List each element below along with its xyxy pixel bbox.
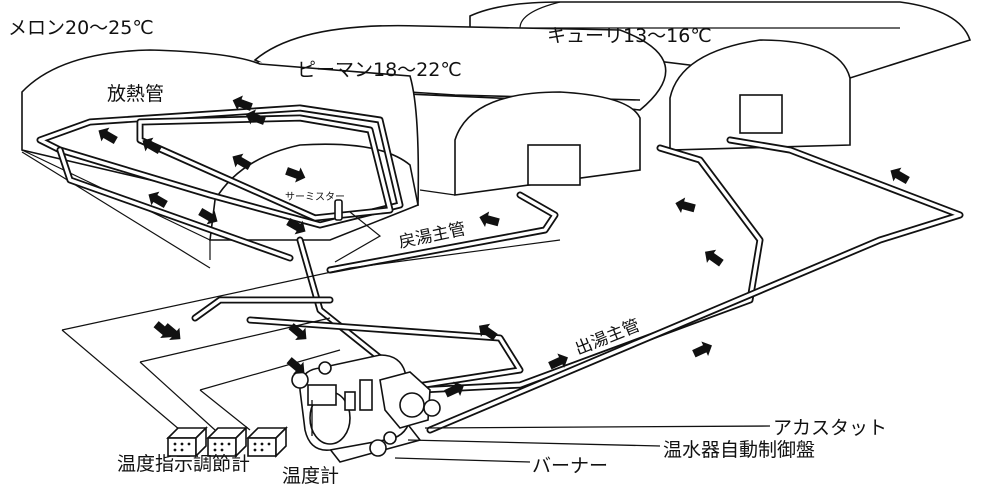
thermistor-label: サーミスター <box>285 191 345 203</box>
flow-arrow <box>286 218 306 235</box>
flow-arrow <box>704 249 724 267</box>
melon-greenhouse <box>21 49 420 269</box>
thermometer-label: 温度計 <box>282 465 339 487</box>
leader-lines <box>311 400 771 463</box>
burner-label: バーナー <box>532 455 608 477</box>
flow-arrow <box>153 321 172 339</box>
flow-arrow <box>232 153 252 170</box>
cucumber-door <box>739 94 783 134</box>
cucumber-label: キューリ13～16℃ <box>547 25 712 47</box>
thermometer-gauge <box>307 384 337 406</box>
flow-arrow <box>162 323 181 341</box>
flow-arrow <box>148 191 168 208</box>
heat-pipe-label: 放熱管 <box>107 83 164 105</box>
flow-arrow <box>245 109 266 125</box>
temp-indicator-box-1 <box>166 426 208 458</box>
heat-pipes <box>36 104 404 262</box>
flow-arrow <box>478 323 498 341</box>
flow-arrow <box>285 167 306 183</box>
pepper-door <box>527 144 581 186</box>
temp-indicator-box-3 <box>246 426 288 458</box>
flow-arrow <box>479 211 500 227</box>
flow-arrow <box>890 167 910 184</box>
thermistor-sensor <box>334 199 343 221</box>
aquastat-label: アカスタット <box>773 417 887 439</box>
temp-indicator-label: 温度指示調節計 <box>117 453 250 475</box>
ground-lines <box>61 211 561 431</box>
melon-label: メロン20～25℃ <box>8 17 154 39</box>
main-pipes <box>191 136 964 434</box>
water-heater-boiler <box>291 354 441 463</box>
flow-arrow <box>548 353 568 370</box>
temp-indicator-boxes <box>166 426 288 458</box>
flow-arrow <box>288 323 307 341</box>
temp-indicator-box-2 <box>206 426 248 458</box>
flow-arrow <box>198 208 218 225</box>
flow-arrow <box>286 357 305 375</box>
flow-arrow <box>232 95 253 111</box>
flow-arrow <box>692 341 712 358</box>
flow-arrow <box>675 197 696 213</box>
pepper-label: ピーマン18～22℃ <box>297 59 462 81</box>
flow-arrow <box>444 381 464 398</box>
control-panel-label: 温水器自動制御盤 <box>663 439 815 461</box>
flow-arrow <box>142 137 162 154</box>
flow-arrow <box>98 127 118 144</box>
flow-arrows <box>98 95 910 398</box>
